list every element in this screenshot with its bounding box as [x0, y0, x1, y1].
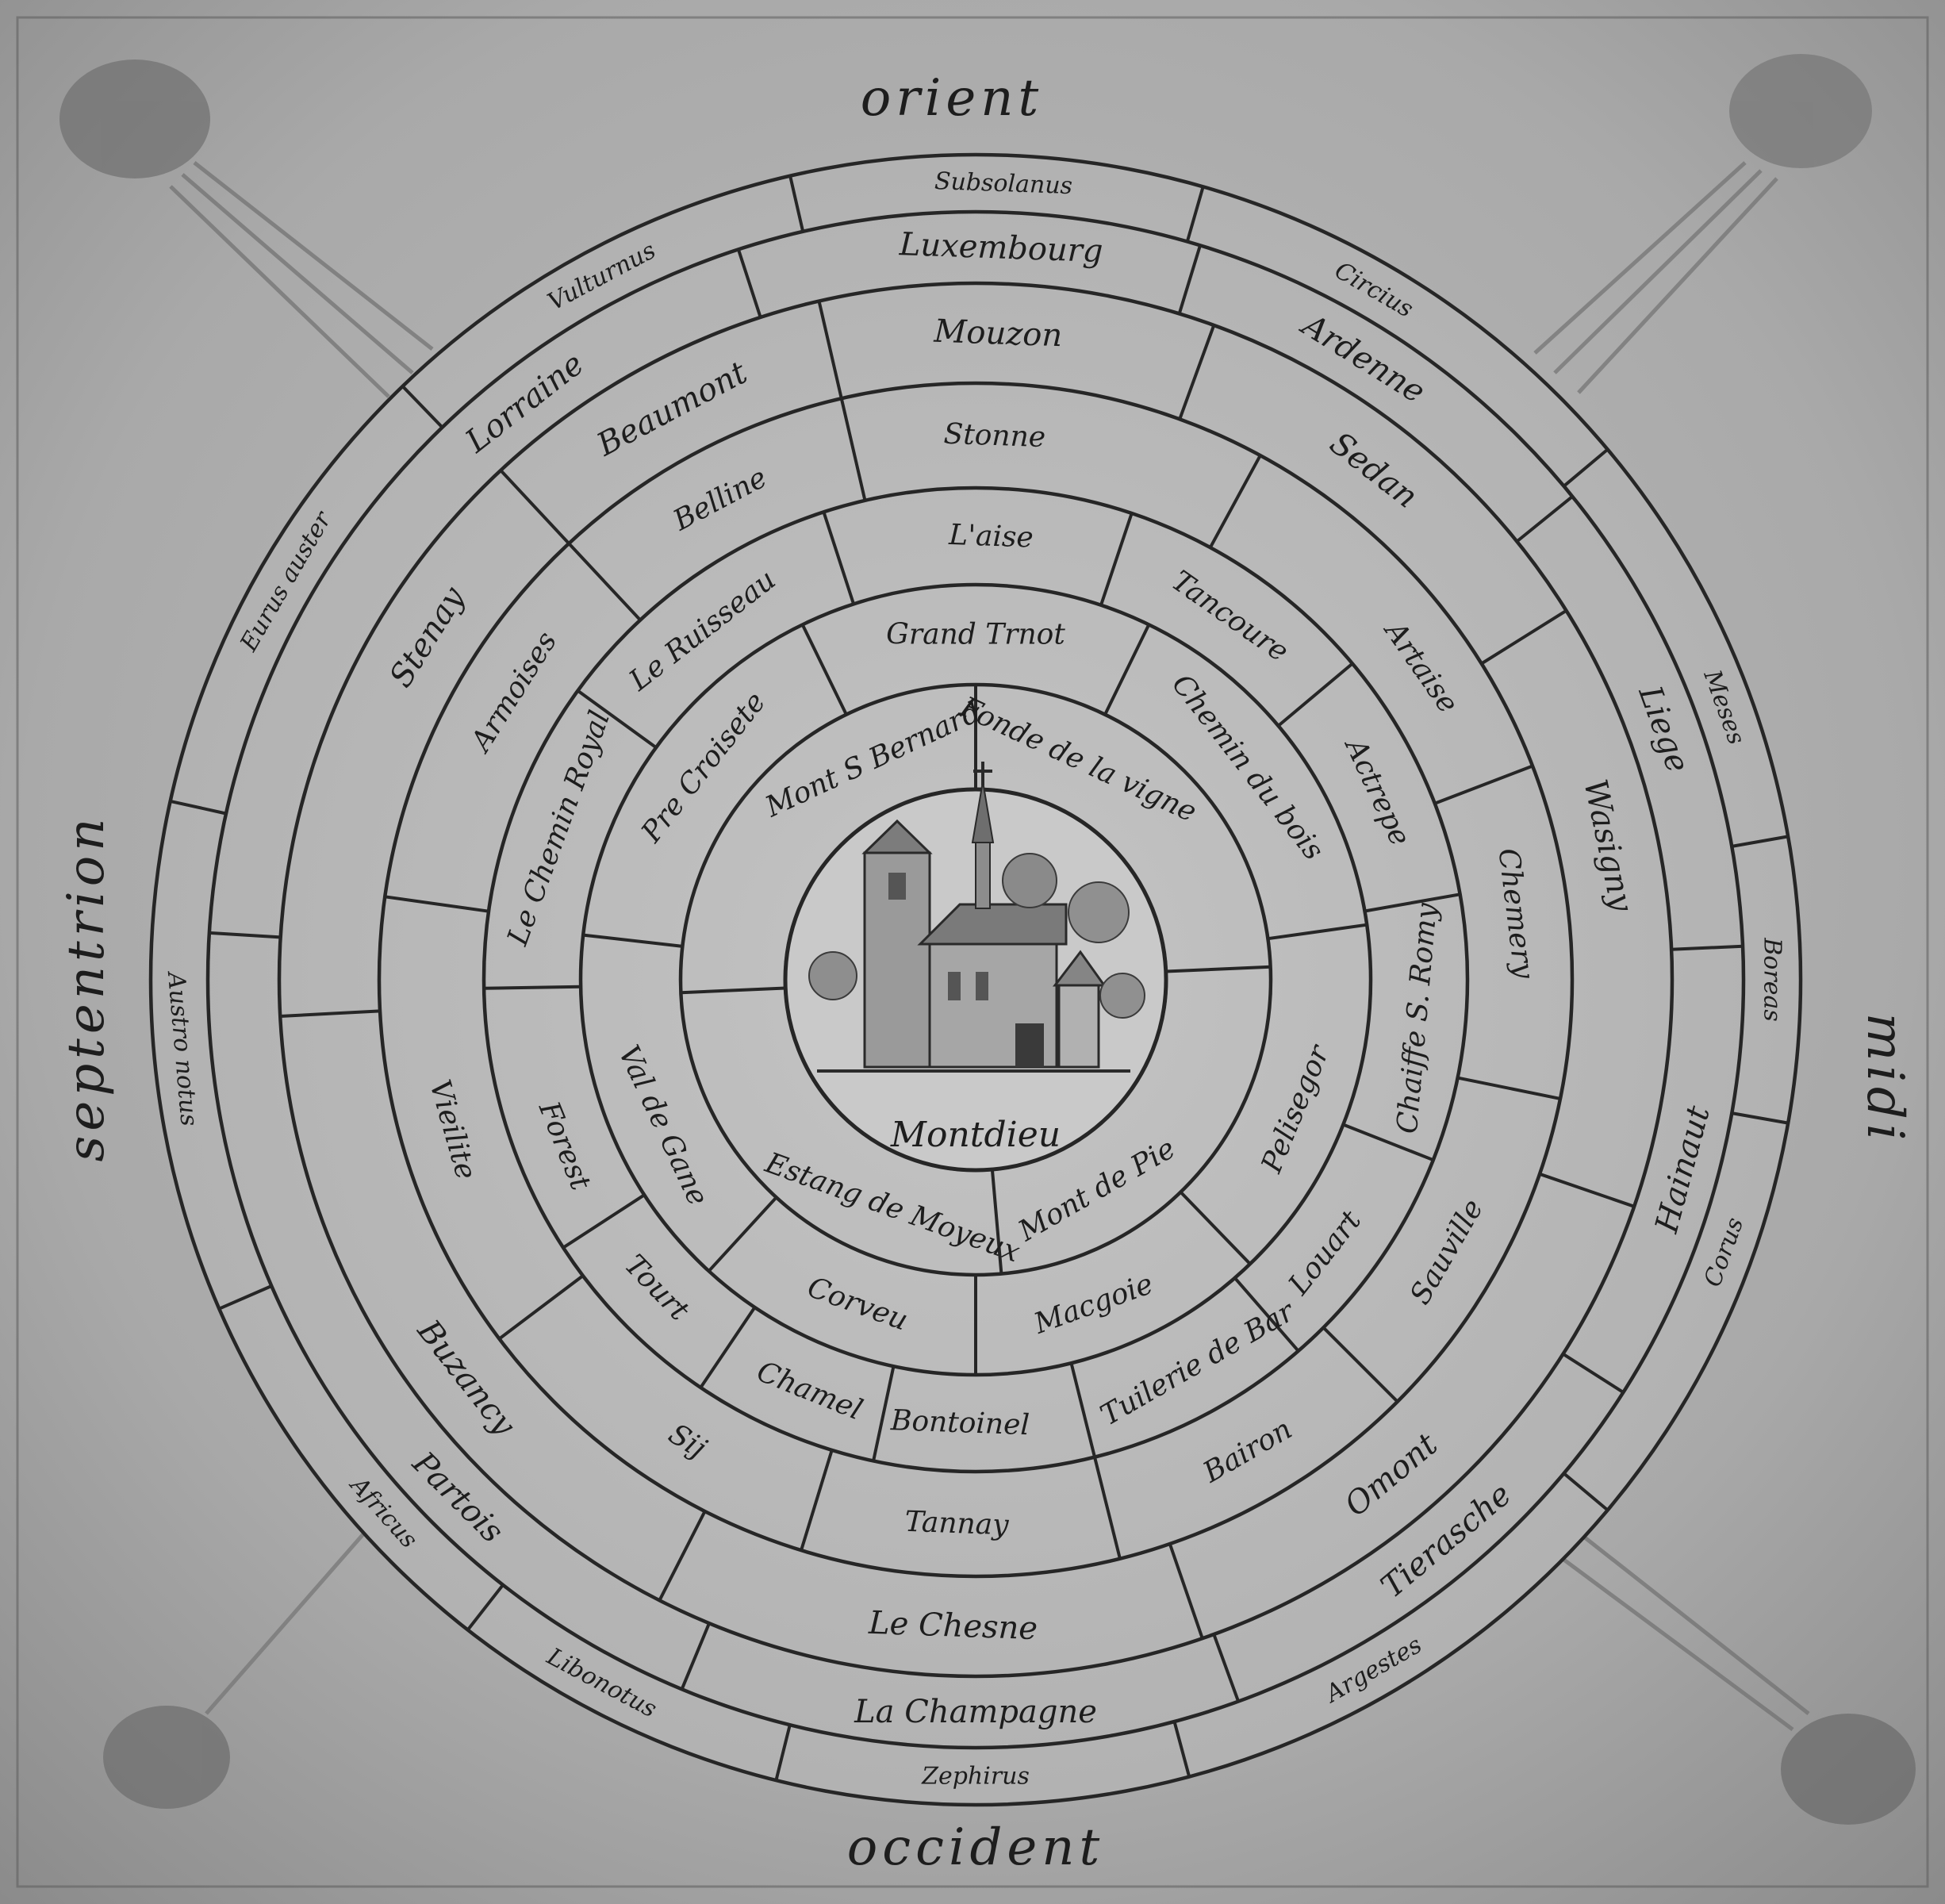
cell-divider: [1563, 447, 1609, 488]
cell-divider: [1179, 1191, 1252, 1265]
direction-east: midi: [1855, 1013, 1914, 1146]
ring-circle: [277, 281, 1675, 1679]
direction-north: orient: [861, 69, 1043, 128]
cell-divider: [466, 1583, 504, 1631]
cell-divider: [800, 1449, 834, 1551]
place-label: Stonne: [943, 418, 1046, 454]
wind-head-icon-nw: [59, 60, 434, 398]
cell-divider: [1516, 495, 1574, 543]
cell-divider: [774, 1724, 792, 1781]
cell-divider: [1177, 244, 1202, 314]
place-label: Mouzon: [933, 313, 1063, 355]
cell-divider: [1563, 1472, 1609, 1512]
cell-divider: [209, 931, 281, 939]
cell-divider: [567, 542, 642, 621]
cell-divider: [484, 985, 581, 990]
place-label: Boreas: [1759, 937, 1786, 1021]
place-label: Tannay: [904, 1506, 1010, 1542]
wind-head-icon-se: [1545, 1522, 1916, 1825]
wind-head-icon-sw: [103, 1522, 374, 1809]
place-label: Luxembourg: [898, 226, 1103, 270]
cell-divider: [1434, 764, 1533, 805]
cell-divider: [990, 1169, 1003, 1274]
cell-divider: [822, 511, 856, 605]
cell-divider: [1168, 1543, 1204, 1639]
cell-divider: [736, 248, 762, 318]
page-border: [16, 16, 1929, 1888]
cell-divider: [499, 469, 570, 545]
cell-divider: [401, 385, 444, 429]
cell-divider: [708, 1196, 778, 1273]
cell-divider: [788, 175, 805, 232]
cell-divider: [817, 301, 843, 399]
cell-divider: [1480, 609, 1567, 666]
ring-circle: [148, 152, 1803, 1807]
place-label: L'aise: [948, 519, 1034, 555]
place-label: Subsolanus: [934, 167, 1072, 200]
cell-divider: [1731, 835, 1789, 848]
wind-head-icon-ne: [1533, 54, 1872, 394]
cell-divider: [1233, 1276, 1300, 1353]
place-label: Bontoinel: [889, 1404, 1030, 1441]
center-medallion: Montdieu: [783, 762, 1168, 1173]
ring-dividers: [170, 175, 1789, 1781]
cell-divider: [1277, 662, 1354, 727]
cell-divider: [1539, 1172, 1635, 1208]
cell-divider: [1209, 455, 1262, 549]
cell-divider: [1103, 624, 1151, 716]
cell-divider: [839, 397, 867, 501]
ring-circle: [481, 486, 1470, 1474]
cell-divider: [872, 1365, 896, 1461]
place-label: Le Chesne: [867, 1605, 1038, 1647]
cell-divider: [658, 1511, 707, 1602]
church-icon: [808, 762, 1145, 1073]
direction-west: septentrion: [57, 813, 116, 1161]
cell-divider: [577, 689, 658, 749]
center-label: Montdieu: [890, 1115, 1061, 1155]
cell-divider: [680, 1622, 711, 1691]
place-label: Zephirus: [921, 1763, 1030, 1791]
cell-divider: [1342, 1123, 1434, 1162]
cell-divider: [582, 933, 683, 948]
cell-divider: [699, 1306, 757, 1389]
cell-divider: [562, 1193, 646, 1250]
place-label: La Champagne: [854, 1694, 1097, 1730]
cell-divider: [385, 895, 489, 913]
direction-south: occident: [847, 1818, 1104, 1877]
cell-divider: [1671, 944, 1744, 951]
cell-divider: [1178, 324, 1216, 420]
cell-divider: [1364, 892, 1460, 913]
cell-divider: [1172, 1721, 1191, 1778]
cell-divider: [1731, 1111, 1789, 1125]
cell-divider: [280, 1009, 381, 1018]
cell-divider: [1165, 965, 1271, 973]
cell-divider: [681, 986, 786, 995]
cell-divider: [1322, 1326, 1399, 1403]
cell-divider: [170, 799, 227, 816]
cell-divider: [218, 1284, 273, 1311]
cell-divider: [800, 624, 848, 716]
place-label: Grand Trnot: [886, 619, 1065, 651]
cell-divider: [1562, 1353, 1625, 1394]
cell-divider: [1457, 1076, 1561, 1100]
cell-divider: [498, 1274, 585, 1341]
cell-divider: [1268, 923, 1368, 941]
cell-divider: [1069, 1362, 1096, 1458]
cell-divider: [1212, 1633, 1240, 1702]
cell-divider: [1093, 1457, 1122, 1560]
cell-divider: [1185, 186, 1205, 243]
cell-divider: [1099, 512, 1134, 606]
ring-circle: [377, 381, 1575, 1579]
ring-circle: [205, 209, 1746, 1750]
